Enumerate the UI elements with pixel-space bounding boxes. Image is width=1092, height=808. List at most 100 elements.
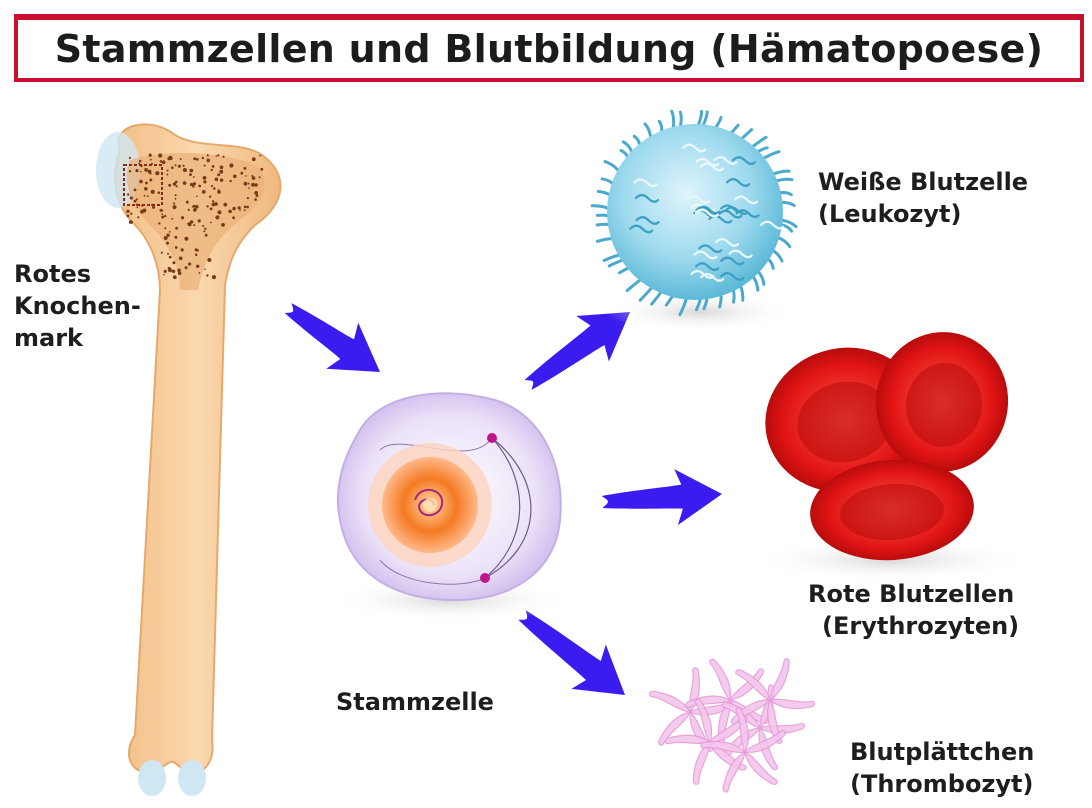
marrow-dot xyxy=(245,175,247,177)
marrow-dot xyxy=(155,171,159,175)
marrow-dot xyxy=(229,163,233,167)
marrow-dot xyxy=(169,256,172,259)
marrow-dot xyxy=(244,182,248,186)
marrow-dot xyxy=(217,154,219,156)
marrow-dot xyxy=(195,205,199,209)
marrow-dot xyxy=(229,180,231,182)
marrow-dot xyxy=(149,154,152,157)
marrow-dot xyxy=(129,170,131,172)
marrow-dot xyxy=(161,216,164,219)
marrow-dot xyxy=(220,179,223,182)
marrow-dot xyxy=(206,274,208,276)
marrow-dot xyxy=(175,164,177,166)
marrow-dot xyxy=(144,187,148,191)
marrow-dot xyxy=(188,209,190,211)
erythrocytes xyxy=(750,323,1030,582)
marrow-dot xyxy=(177,269,181,273)
marrow-dot xyxy=(170,157,173,160)
marrow-dot xyxy=(172,261,175,264)
marrow-dot xyxy=(150,159,152,161)
marrow-dot xyxy=(221,223,225,227)
marrow-dot xyxy=(247,197,249,199)
label-white-blood-cell: Weiße Blutzelle (Leukozyt) xyxy=(818,166,1028,230)
marrow-dot xyxy=(196,249,199,252)
marrow-dot xyxy=(216,155,218,157)
marrow-dot xyxy=(217,173,220,176)
marrow-dot xyxy=(144,168,148,172)
label-red-line: (Erythrozyten) xyxy=(808,610,1019,642)
marrow-dot xyxy=(135,169,138,172)
marrow-dot xyxy=(126,210,129,213)
marrow-dot xyxy=(217,190,221,194)
marrow-dot xyxy=(240,172,243,175)
marrow-dot xyxy=(254,183,257,186)
marrow-dot xyxy=(248,183,250,185)
marrow-dot xyxy=(158,222,160,224)
bone-foot-cartilage-right xyxy=(178,760,206,796)
marrow-dot xyxy=(166,242,169,245)
marrow-dot xyxy=(244,167,247,170)
marrow-dot xyxy=(232,216,235,219)
marrow-dot xyxy=(167,170,169,172)
marrow-dot xyxy=(164,215,166,217)
marrow-dot xyxy=(181,248,184,251)
marrow-dot xyxy=(207,154,209,156)
marrow-dot xyxy=(140,171,142,173)
marrow-dot xyxy=(127,215,130,218)
marrow-dot xyxy=(207,159,211,163)
marrow-dot xyxy=(203,176,207,180)
centrosome xyxy=(480,573,490,583)
marrow-dot xyxy=(137,216,139,218)
marrow-dot xyxy=(172,270,175,273)
marrow-dot xyxy=(198,219,201,222)
marrow-dot xyxy=(252,157,256,161)
marrow-dot xyxy=(147,195,149,197)
marrow-dot xyxy=(193,205,196,208)
thrombocytes xyxy=(648,639,824,808)
marrow-dot xyxy=(145,182,148,185)
marrow-dot xyxy=(204,228,206,230)
marrow-dot xyxy=(259,155,261,157)
marrow-dot xyxy=(210,222,212,224)
marrow-dot xyxy=(210,208,213,211)
marrow-dot xyxy=(136,207,138,209)
marrow-dot xyxy=(134,189,137,192)
marrow-dot xyxy=(148,170,152,174)
marrow-dot xyxy=(187,201,189,203)
marrow-dot xyxy=(175,246,178,249)
marrow-dot xyxy=(168,184,171,187)
marrow-dot xyxy=(130,196,133,199)
marrow-dot xyxy=(175,227,178,230)
marrow-dot xyxy=(178,165,181,168)
marrow-dot xyxy=(144,195,146,197)
marrow-dot xyxy=(163,274,165,276)
marrow-dot xyxy=(246,206,249,209)
marrow-dot xyxy=(161,252,163,254)
marrow-dot xyxy=(254,198,257,201)
marrow-dot xyxy=(149,179,152,182)
marrow-dot xyxy=(166,174,168,176)
marrow-dot xyxy=(248,187,250,189)
marrow-dot xyxy=(134,200,137,203)
marrow-dot xyxy=(174,236,177,239)
marrow-dot xyxy=(207,258,211,262)
marrow-dot xyxy=(166,234,169,237)
marrow-dot xyxy=(173,202,175,204)
marrow-dot xyxy=(140,210,144,214)
marrow-dot xyxy=(175,198,177,200)
marrow-dot xyxy=(203,230,205,232)
marrow-dot xyxy=(222,156,224,158)
centrosome xyxy=(487,433,497,443)
marrow-dot xyxy=(238,206,241,209)
marrow-dot xyxy=(215,178,219,182)
marrow-dot xyxy=(168,268,172,272)
marrow-dot xyxy=(252,176,256,180)
marrow-dot xyxy=(193,157,196,160)
marrow-dot xyxy=(193,224,195,226)
marrow-dot xyxy=(198,272,200,274)
marrow-dot xyxy=(188,262,191,265)
bone xyxy=(96,124,280,796)
marrow-dot xyxy=(233,175,237,179)
marrow-dot xyxy=(190,169,194,173)
